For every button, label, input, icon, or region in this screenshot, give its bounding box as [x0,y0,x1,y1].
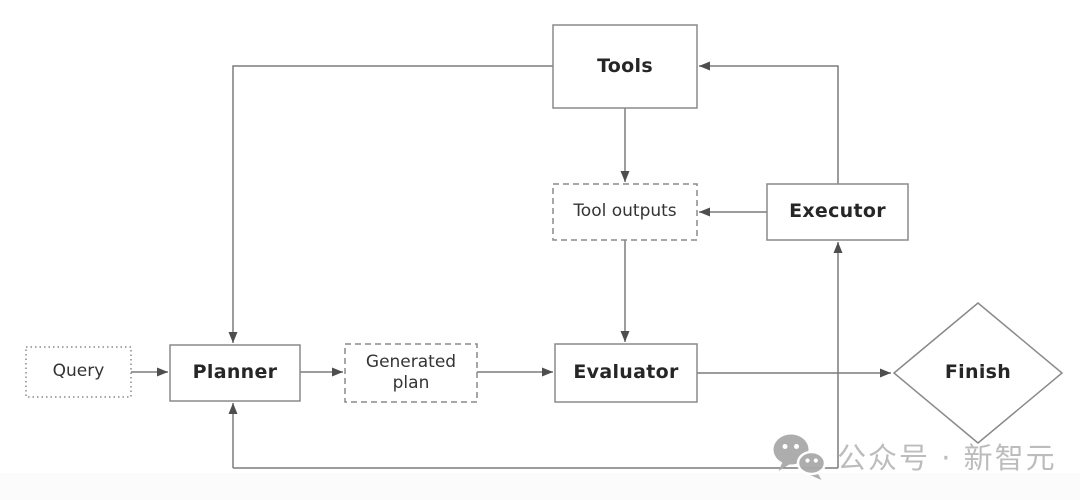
node-tool-outputs-shape [552,183,698,241]
node-executor-label: Executor [789,200,886,223]
node-query-label: Query [52,361,105,382]
node-evaluator-shape [554,343,698,403]
wechat-icon [773,434,827,480]
node-planner-shape [169,344,301,402]
bottom-strip [0,473,1080,500]
node-generated-plan-shape [344,343,478,403]
edge-executor-tools [699,61,839,184]
edge-tools-planner [228,65,553,343]
node-tool-outputs-label: Tool outputs [573,201,677,222]
node-finish-label: Finish [944,361,1012,384]
node-executor-shape [766,183,909,241]
node-planner-label: Planner [192,361,278,384]
watermark-text: 公众号 · 新智元 [837,441,1057,475]
node-finish-shape [892,302,1064,444]
node-evaluator-label: Evaluator [573,361,679,384]
node-tools-shape [552,24,698,109]
node-generated-plan-label: Generated plan [365,351,457,393]
watermark: 公众号 · 新智元 [770,430,1057,482]
node-query-shape [25,346,132,398]
node-tools-label: Tools [597,54,653,77]
